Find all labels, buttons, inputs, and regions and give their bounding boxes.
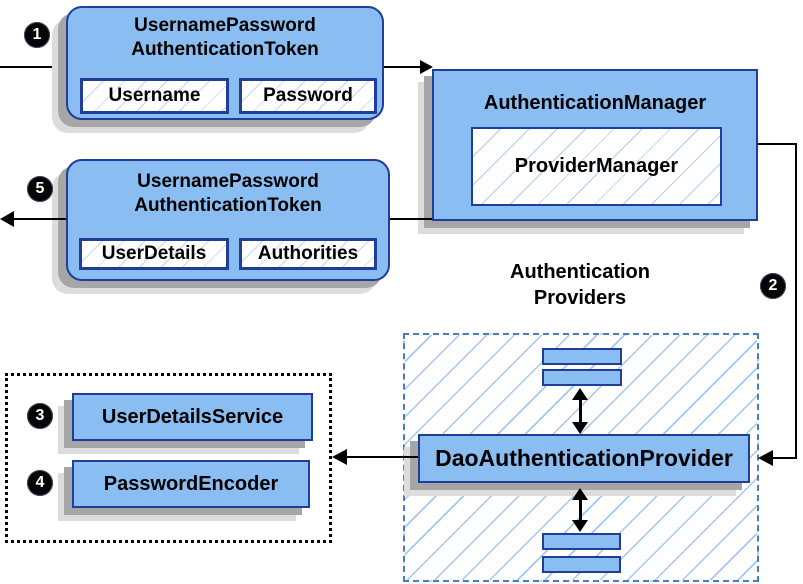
response-outgoing-line [13,218,66,220]
down-arrowhead-icon [572,422,588,434]
dao-to-dependencies-line [347,456,418,458]
providers-heading-line1: Authentication [510,261,650,283]
authentication-providers-heading: Authentication Providers [460,259,700,311]
token-request-title-line1: UsernamePassword [134,15,316,36]
username-field: Username [80,78,229,114]
provider-manager-box: ProviderManager [471,127,722,206]
token-response-title-line1: UsernamePassword [137,171,319,192]
password-field: Password [239,78,377,114]
token-to-manager-line [384,66,421,68]
provider-stack-bar [542,369,622,386]
provider-stack-bar [542,348,622,365]
authentication-manager-title: AuthenticationManager [483,92,707,114]
user-details-service-box: UserDetailsService [72,393,313,441]
authentication-manager-box: AuthenticationManager ProviderManager [432,69,758,221]
step-2-badge: 2 [760,273,786,299]
dao-authentication-provider-box: DaoAuthenticationProvider [418,434,750,483]
password-encoder-box: PasswordEncoder [72,460,310,508]
dao-to-dependencies-arrowhead-icon [332,449,347,465]
token-response-title-line2: AuthenticationToken [134,195,322,216]
step-1-badge: 1 [24,22,50,48]
username-password-token-response-box: UsernamePassword AuthenticationToken Use… [66,159,390,281]
step-5-badge: 5 [27,176,53,202]
up-arrowhead-icon [572,388,588,400]
authorities-field: Authorities [239,238,377,270]
username-password-token-request-box: UsernamePassword AuthenticationToken Use… [66,6,384,120]
manager-to-provider-line-top [758,143,797,145]
manager-to-provider-arrowhead-icon [758,450,773,466]
step-4-badge: 4 [27,470,53,496]
token-to-manager-arrowhead-icon [420,60,433,74]
provider-stack-bar [542,533,621,550]
down-arrowhead-icon [572,520,588,532]
manager-to-provider-line-vertical [795,143,797,459]
provider-stack-bar [542,556,621,573]
response-outgoing-arrowhead-icon [0,211,14,227]
token-request-title-line2: AuthenticationToken [131,39,319,60]
providers-link-shaft [579,397,582,425]
providers-heading-line2: Providers [533,287,627,309]
providers-link-shaft [579,497,582,523]
up-arrowhead-icon [572,488,588,500]
incoming-request-line [0,66,66,68]
manager-to-provider-line-bottom [773,457,797,459]
step-3-badge: 3 [27,403,53,429]
manager-to-response-line [390,218,432,220]
userdetails-field: UserDetails [79,238,229,270]
